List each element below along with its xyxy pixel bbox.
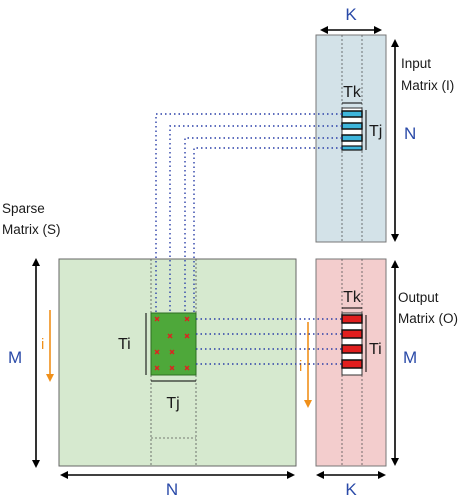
k-top-label: K <box>345 5 357 24</box>
ti-output-label: Ti <box>369 341 382 358</box>
m-left-label: M <box>8 348 22 367</box>
output-matrix-label-line2: Matrix (O) <box>398 311 458 326</box>
tj-sparse-label: Tj <box>166 395 179 412</box>
tj-input-label: Tj <box>369 123 382 140</box>
tk-output-label: Tk <box>343 289 362 306</box>
i-sparse-label: i <box>41 336 44 353</box>
input-matrix-label-line1: Input <box>401 56 431 71</box>
output-tile <box>341 312 363 376</box>
input-matrix-label-line2: Matrix (I) <box>401 78 454 93</box>
input-tile <box>341 107 363 151</box>
m-right-label: M <box>403 348 417 367</box>
sparse-to-output-connectors <box>196 318 342 365</box>
output-matrix-label-line1: Output <box>398 290 439 305</box>
sparse-matrix-label-line2: Matrix (S) <box>2 222 61 237</box>
sparse-tile <box>150 312 197 376</box>
input-to-sparse-connectors <box>155 113 342 313</box>
ti-sparse-label: Ti <box>118 336 131 353</box>
nonzero-markers <box>154 316 190 371</box>
n-bottom-label: N <box>166 480 178 499</box>
i-output-label: i <box>299 358 302 375</box>
n-right-label: N <box>404 124 416 143</box>
sparse-matrix-label-line1: Sparse <box>2 201 45 216</box>
tk-input-label: Tk <box>343 84 362 101</box>
k-bottom-label: K <box>345 480 357 499</box>
